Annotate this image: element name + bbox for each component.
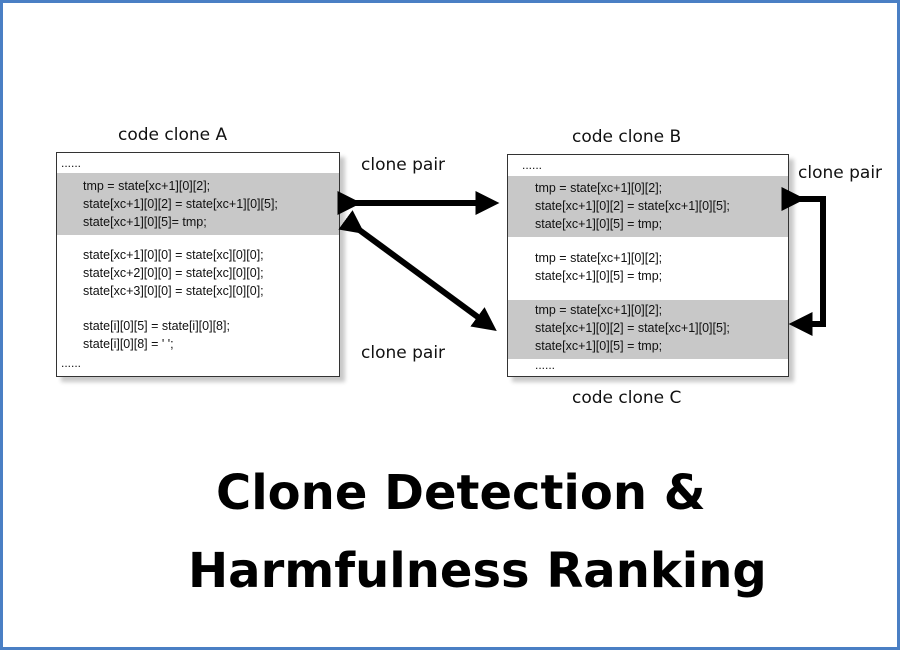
clone-pair-bottom-label: clone pair xyxy=(361,343,446,363)
code-line: state[xc+1][0][5] = tmp; xyxy=(535,217,663,231)
clone-c-highlight xyxy=(508,300,788,359)
code-clone-c-label: code clone C xyxy=(572,388,682,408)
ellipsis-top: ...... xyxy=(522,158,543,172)
clone-pair-right-label: clone pair xyxy=(798,163,883,183)
title-line-2: Harmfulness Ranking xyxy=(188,543,767,599)
title-line-1: Clone Detection & xyxy=(216,465,706,521)
code-line: state[xc+1][0][5] = tmp; xyxy=(535,269,663,283)
code-line: state[xc+3][0][0] = state[xc][0][0]; xyxy=(83,284,264,298)
code-line: tmp = state[xc+1][0][2]; xyxy=(535,181,663,195)
ellipsis-bottom: ...... xyxy=(61,356,82,370)
code-line: state[xc+1][0][2] = state[xc+1][0][5]; xyxy=(535,199,730,213)
code-line: tmp = state[xc+1][0][2]; xyxy=(535,251,663,265)
code-clone-a-label: code clone A xyxy=(118,125,228,145)
ellipsis-bottom: ...... xyxy=(535,358,556,372)
code-line: state[xc+1][0][5] = tmp; xyxy=(535,339,663,353)
ellipsis-top: ...... xyxy=(61,156,82,170)
code-line: state[xc+1][0][2] = state[xc+1][0][5]; xyxy=(83,197,278,211)
code-line: tmp = state[xc+1][0][2]; xyxy=(83,179,211,193)
code-line: state[i][0][5] = state[i][0][8]; xyxy=(83,319,230,333)
clone-pair-top-label: clone pair xyxy=(361,155,446,175)
clone-b-highlight xyxy=(508,176,788,237)
arrow-a-c xyxy=(338,210,497,331)
code-panel-b: ...... tmp = state[xc+1][0][2]; state[xc… xyxy=(507,154,789,377)
clone-pair-arrows xyxy=(337,187,826,336)
code-line: state[xc+2][0][0] = state[xc][0][0]; xyxy=(83,266,264,280)
clone-a-highlight xyxy=(57,173,339,235)
code-panel-a: ...... tmp = state[xc+1][0][2]; state[xc… xyxy=(56,152,340,377)
code-clone-b-label: code clone B xyxy=(572,127,682,147)
code-line: state[i][0][8] = ' '; xyxy=(83,337,174,351)
arrow-b-c xyxy=(781,187,826,336)
code-line: state[xc+1][0][0] = state[xc][0][0]; xyxy=(83,248,264,262)
code-line: tmp = state[xc+1][0][2]; xyxy=(535,303,663,317)
code-line: state[xc+1][0][2] = state[xc+1][0][5]; xyxy=(535,321,730,335)
code-line: state[xc+1][0][5]= tmp; xyxy=(83,215,207,229)
